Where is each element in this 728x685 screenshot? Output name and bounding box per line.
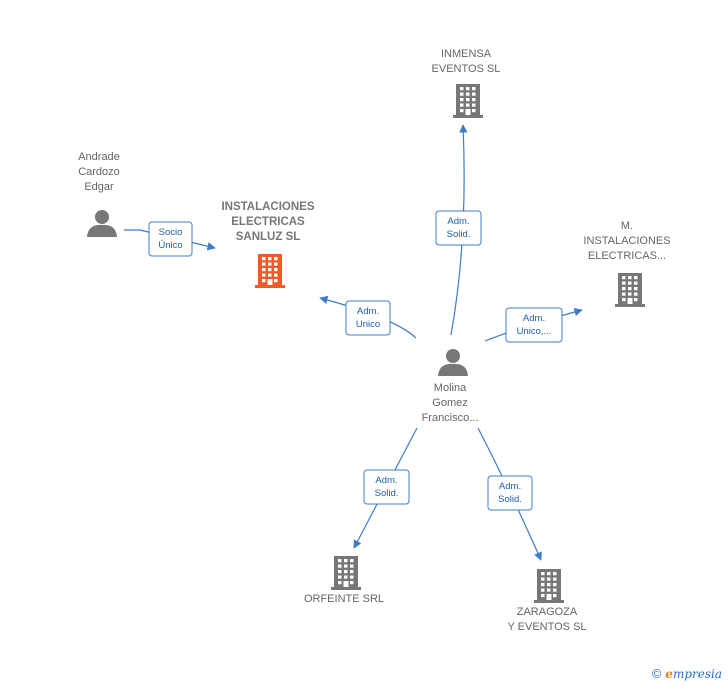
- edge-label-text: Adm.: [523, 313, 545, 324]
- node-label: ELECTRICAS...: [588, 250, 666, 262]
- node-label: EVENTOS SL: [432, 63, 501, 75]
- node-label: Gomez: [432, 397, 467, 409]
- edge-molina-zaragoza: Adm. Solid.: [477, 427, 542, 561]
- edge-label-text: Socio: [159, 227, 183, 238]
- edge-label-text: Único: [158, 240, 182, 251]
- brand-logo: empresia: [665, 667, 722, 681]
- node-inmensa[interactable]: INMENSA EVENTOS SL: [432, 48, 501, 118]
- person-icon: [87, 210, 117, 237]
- node-zaragoza[interactable]: ZARAGOZA Y EVENTOS SL: [507, 569, 587, 633]
- node-label: M.: [621, 220, 633, 232]
- node-label: INSTALACIONES: [583, 235, 670, 247]
- node-label: SANLUZ SL: [236, 231, 301, 243]
- footer-brand: ©empresia: [652, 666, 722, 681]
- edge-molina-instalaciones: Adm. Unico: [319, 295, 417, 339]
- node-label: Edgar: [84, 181, 114, 193]
- brand-initial: e: [665, 667, 673, 681]
- edge-label-text: Adm.: [499, 481, 521, 492]
- edge-label-box[interactable]: [345, 300, 391, 336]
- edge-molina-orfeinte: Adm. Solid.: [353, 427, 418, 549]
- node-minst[interactable]: M. INSTALACIONES ELECTRICAS...: [583, 220, 671, 307]
- node-label: ORFEINTE SRL: [304, 593, 384, 605]
- edge-label-text: Adm.: [447, 216, 469, 227]
- building-icon: [615, 273, 645, 307]
- edges-layer: SocioÚnicoAdm.UnicoAdm.Solid.Adm.Unico,.…: [124, 124, 583, 561]
- edge-label-text: Adm.: [375, 475, 397, 486]
- edge-label-text: Solid.: [447, 229, 471, 240]
- edge-molina-minst: Adm. Unico,...: [484, 307, 583, 343]
- building-icon: [534, 569, 564, 603]
- edge-label-text: Unico,...: [517, 326, 552, 337]
- copyright-symbol: ©: [651, 666, 662, 681]
- node-label: Molina: [434, 382, 467, 394]
- person-icon: [438, 349, 468, 376]
- edge-label-text: Adm.: [357, 306, 379, 317]
- node-orfeinte[interactable]: ORFEINTE SRL: [304, 556, 384, 605]
- edge-molina-inmensa: Adm. Solid.: [435, 124, 482, 336]
- edge-label-box[interactable]: [505, 307, 563, 343]
- node-label: Francisco...: [422, 412, 479, 424]
- edge-label-text: Unico: [356, 319, 380, 330]
- node-label: Andrade: [78, 151, 120, 163]
- node-molina[interactable]: MolinaGomezFrancisco...: [422, 349, 479, 424]
- edge-label-box[interactable]: [148, 221, 193, 257]
- brand-rest: mpresia: [672, 667, 722, 681]
- nodes-layer: INMENSA EVENTOS SL AndradeCardozoEdgarINST…: [78, 48, 670, 633]
- node-label: ZARAGOZA: [517, 606, 578, 618]
- node-label: ELECTRICAS: [231, 216, 305, 228]
- node-label: Cardozo: [78, 166, 120, 178]
- building-icon: [255, 254, 285, 288]
- node-label: Y EVENTOS SL: [507, 621, 586, 633]
- edge-label-box[interactable]: [435, 210, 482, 246]
- edge-label-text: Solid.: [375, 488, 399, 499]
- building-icon: [453, 84, 483, 118]
- node-instalaciones[interactable]: INSTALACIONES ELECTRICAS SANLUZ SL: [221, 201, 315, 288]
- building-icon: [331, 556, 361, 590]
- node-label: INSTALACIONES: [221, 201, 314, 213]
- node-label: INMENSA: [441, 48, 492, 60]
- edge-label-text: Solid.: [498, 494, 522, 505]
- edge-label-box[interactable]: [363, 469, 410, 505]
- edge-label-box[interactable]: [487, 475, 533, 511]
